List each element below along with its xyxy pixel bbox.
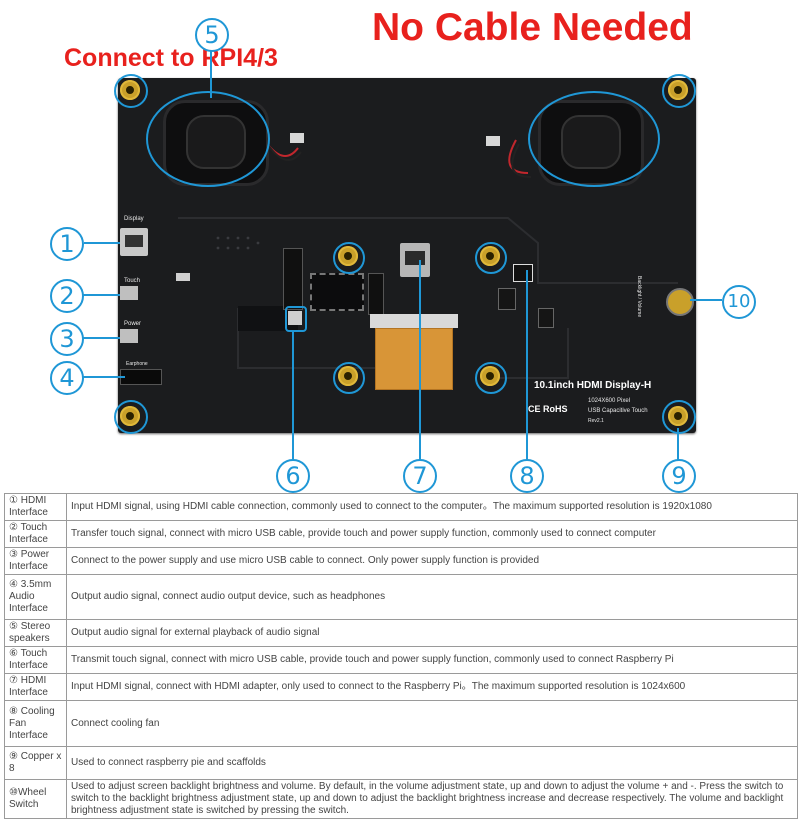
interface-description: Output audio signal for external playbac… [66, 619, 798, 647]
touch-port-highlight [285, 306, 307, 332]
table-row: ③ Power Interface Connect to the power s… [4, 547, 798, 575]
silk-rev-label: Rev2.1 [588, 418, 604, 424]
copper-highlight [662, 74, 696, 108]
copper-highlight [114, 74, 148, 108]
callout-4: 4 [50, 361, 84, 395]
table-row: ④ 3.5mm Audio Interface Output audio sig… [4, 574, 798, 620]
ic-column-left [283, 248, 303, 310]
copper-highlight [333, 242, 365, 274]
interface-name: ⑨ Copper x 8 [4, 746, 67, 780]
interface-name: ⑤ Stereo speakers [4, 619, 67, 647]
smd-block [538, 308, 554, 328]
micro-usb-touch-port [120, 286, 138, 300]
micro-usb-power-port [120, 329, 138, 343]
interface-name: ⑥ Touch Interface [4, 646, 67, 674]
silk-touch-label: Touch [124, 278, 141, 284]
speaker-highlight [146, 91, 270, 187]
interface-name: ⑦ HDMI Interface [4, 673, 67, 701]
interface-description: Input HDMI signal, using HDMI cable conn… [66, 493, 798, 521]
audio-jack [120, 369, 162, 385]
smd-block [498, 288, 516, 310]
table-row: ⑦ HDMI Interface Input HDMI signal, conn… [4, 673, 798, 701]
interface-name: ① HDMI Interface [4, 493, 67, 521]
callout-7: 7 [403, 459, 437, 493]
fan-connector [513, 264, 533, 282]
table-row: ⑥ Touch Interface Transmit touch signal,… [4, 646, 798, 674]
table-row: ② Touch Interface Transfer touch signal,… [4, 520, 798, 548]
interface-description: Input HDMI signal, connect with HDMI ada… [66, 673, 798, 701]
interface-name: ④ 3.5mm Audio Interface [4, 574, 67, 620]
interface-description: Used to adjust screen backlight brightne… [66, 779, 798, 819]
silk-model-label: 10.1inch HDMI Display-H [534, 380, 652, 391]
speaker-connector-left [290, 133, 304, 143]
interface-description: Used to connect raspberry pie and scaffo… [66, 746, 798, 780]
silk-power-label: Power [124, 321, 142, 327]
copper-highlight [333, 362, 365, 394]
silk-display-label: Display [124, 216, 144, 222]
table-row: ⑤ Stereo speakers Output audio signal fo… [4, 619, 798, 647]
copper-highlight [662, 400, 696, 434]
table-row: ① HDMI Interface Input HDMI signal, usin… [4, 493, 798, 521]
table-row: ⑧ Cooling Fan Interface Connect cooling … [4, 700, 798, 747]
hdmi-port-main [120, 228, 148, 256]
speaker-connector-right [486, 136, 500, 146]
interface-name: ② Touch Interface [4, 520, 67, 548]
spec-table: ① HDMI Interface Input HDMI signal, usin… [4, 493, 798, 819]
interface-description: Output audio signal, connect audio outpu… [66, 574, 798, 620]
interface-description: Connect to the power supply and use micr… [66, 547, 798, 575]
interface-description: Transmit touch signal, connect with micr… [66, 646, 798, 674]
hdmi-port-rpi [400, 243, 430, 277]
ffc-ribbon [375, 328, 453, 390]
callout-8: 8 [510, 459, 544, 493]
callout-2: 2 [50, 279, 84, 313]
interface-name: ⑧ Cooling Fan Interface [4, 700, 67, 747]
small-switch [176, 273, 190, 281]
micro-usb-touch-rpi-port [288, 311, 302, 325]
silk-backlight-label: Backlight / Volume [636, 276, 642, 318]
page-title: No Cable Needed [372, 6, 693, 49]
copper-highlight [114, 400, 148, 434]
interface-description: Transfer touch signal, connect with micr… [66, 520, 798, 548]
callout-10: 10 [722, 285, 756, 319]
callout-1: 1 [50, 227, 84, 261]
silk-resolution-label: 1024X600 Pixel [588, 398, 631, 404]
wheel-switch [666, 288, 694, 316]
table-row: ⑨ Copper x 8 Used to connect raspberry p… [4, 746, 798, 780]
silk-earphone-label: Earphone [126, 361, 148, 367]
interface-description: Connect cooling fan [66, 700, 798, 747]
interface-name: ③ Power Interface [4, 547, 67, 575]
callout-9: 9 [662, 459, 696, 493]
silk-certs-label: CE RoHS [528, 404, 568, 414]
table-row: ⑩Wheel Switch Used to adjust screen back… [4, 779, 798, 819]
callout-6: 6 [276, 459, 310, 493]
copper-highlight [475, 362, 507, 394]
copper-highlight [475, 242, 507, 274]
ffc-connector [370, 314, 458, 328]
callout-3: 3 [50, 322, 84, 356]
main-ic-chip [310, 273, 364, 311]
connect-rpi-label: Connect to RPI4/3 [64, 44, 278, 72]
ic-column-right [368, 273, 384, 315]
silk-usb-touch-label: USB Capacitive Touch [588, 408, 648, 414]
speaker-highlight [528, 91, 660, 187]
interface-name: ⑩Wheel Switch [4, 779, 67, 819]
callout-5: 5 [195, 18, 229, 52]
